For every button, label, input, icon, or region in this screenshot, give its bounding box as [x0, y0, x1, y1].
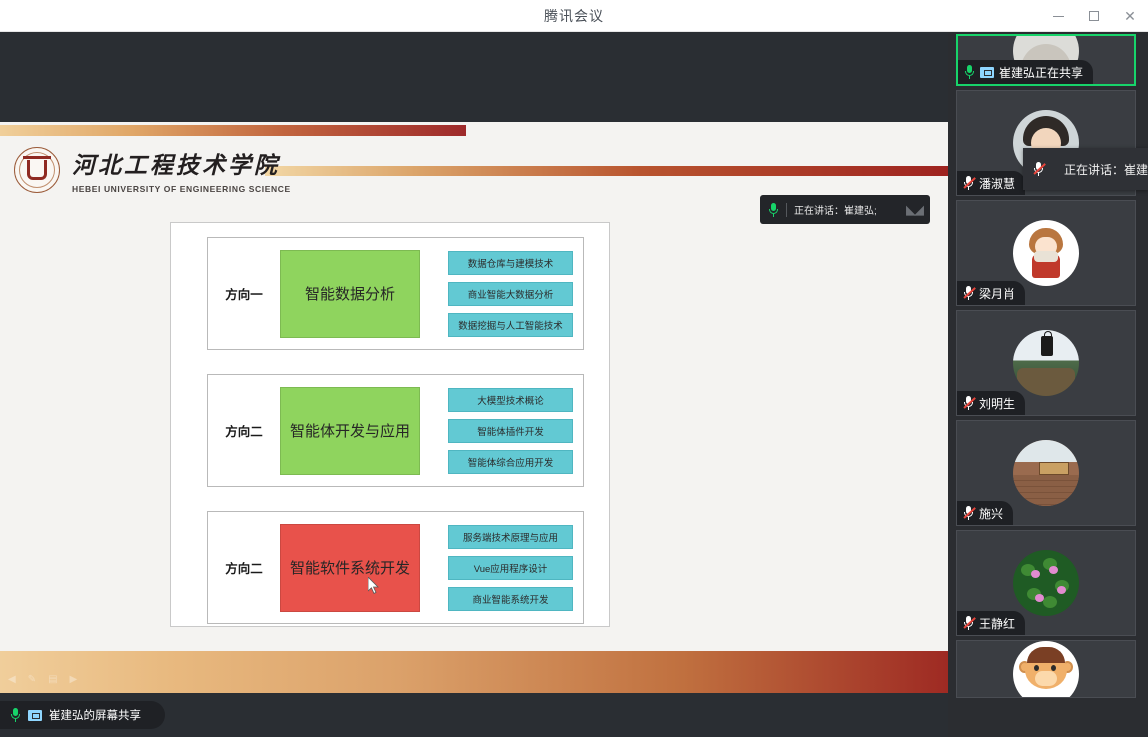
direction-label: 方向二 [225, 562, 263, 576]
maximize-button[interactable] [1076, 0, 1112, 32]
avatar [1013, 220, 1079, 286]
participant-name-badge: 崔建弘正在共享 [958, 60, 1094, 84]
divider [786, 202, 787, 217]
next-icon[interactable]: ▶ [69, 674, 78, 685]
sub-course-box: 数据挖掘与人工智能技术 [448, 312, 573, 337]
participant-name-badge: 潘淑慧 [957, 171, 1026, 195]
pen-icon[interactable]: ✎ [27, 674, 37, 685]
ppt-navigation-icons[interactable]: ◀ ✎ ▤ ▶ [8, 674, 77, 685]
direction-main-box: 智能体开发与应用 [280, 386, 420, 475]
sub-course-box: 智能体综合应用开发 [448, 449, 573, 474]
screen-share-label: 崔建弘的屏幕共享 [49, 710, 141, 722]
window-title: 腾讯会议 [544, 7, 604, 24]
slide-accent-bar-bottom: ◀ ✎ ▤ ▶ [0, 651, 948, 693]
direction-main-box: 智能数据分析 [280, 249, 420, 338]
minimize-icon [1052, 15, 1064, 17]
brand-name-en: HEBEI UNIVERSITY OF ENGINEERING SCIENCE [72, 184, 291, 194]
prev-icon[interactable]: ◀ [8, 674, 16, 685]
sub-course-box: 智能体插件开发 [448, 418, 573, 443]
avatar [1013, 330, 1079, 396]
tooltip-label: 正在讲话：崔建弘; [1064, 162, 1148, 177]
title-bar: 腾讯会议 ✕ [0, 0, 1148, 32]
participant-rail[interactable]: 崔建弘正在共享 潘淑慧 梁月肖 刘明生 [948, 32, 1148, 737]
close-icon: ✕ [1124, 8, 1136, 24]
direction-sub-list: 大模型技术概论 智能体插件开发 智能体综合应用开发 [448, 387, 573, 474]
participant-name: 施兴 [979, 506, 1004, 521]
minimize-button[interactable] [1040, 0, 1076, 32]
microphone-icon [964, 65, 975, 79]
direction-main-box: 智能软件系统开发 [280, 523, 420, 612]
sub-course-box: Vue应用程序设计 [448, 555, 573, 580]
participant-tile[interactable]: 梁月肖 [956, 200, 1136, 306]
microphone-muted-icon [963, 616, 976, 630]
avatar [1013, 641, 1079, 697]
slide-accent-bar-right [265, 166, 948, 176]
avatar [1013, 440, 1079, 506]
microphone-icon [10, 708, 21, 722]
close-button[interactable]: ✕ [1112, 0, 1148, 32]
participant-name: 崔建弘正在共享 [999, 65, 1084, 80]
speaking-label: 正在讲话：崔建弘; [794, 206, 877, 217]
direction-row: 方向一 智能数据分析 数据仓库与建模技术 商业智能大数据分析 数据挖掘与人工智能… [207, 237, 584, 350]
avatar [1013, 550, 1079, 616]
university-seal-icon [14, 147, 60, 193]
participant-name: 潘淑慧 [979, 176, 1016, 191]
brand-name-cn: 河北工程技术学院 [72, 152, 280, 179]
university-brand: 河北工程技术学院 HEBEI UNIVERSITY OF ENGINEERING… [14, 146, 291, 194]
microphone-muted-icon [963, 506, 976, 520]
direction-sub-list: 数据仓库与建模技术 商业智能大数据分析 数据挖掘与人工智能技术 [448, 250, 573, 337]
participant-tile[interactable] [956, 640, 1136, 698]
direction-label: 方向二 [225, 425, 263, 439]
slide-accent-bar-top [0, 125, 466, 136]
participant-name: 王静红 [979, 616, 1016, 631]
sub-course-box: 数据仓库与建模技术 [448, 250, 573, 275]
sub-course-box: 服务端技术原理与应用 [448, 524, 573, 549]
window-controls: ✕ [1040, 0, 1148, 32]
participant-name-badge: 梁月肖 [957, 281, 1026, 305]
participant-tile[interactable]: 刘明生 [956, 310, 1136, 416]
speaking-indicator-pill: 正在讲话：崔建弘; ◣◢ [760, 195, 930, 224]
shared-screen-stage: 河北工程技术学院 HEBEI UNIVERSITY OF ENGINEERING… [0, 32, 948, 737]
direction-sub-list: 服务端技术原理与应用 Vue应用程序设计 商业智能系统开发 [448, 524, 573, 611]
participant-name-badge: 王静红 [957, 611, 1026, 635]
mouse-cursor-icon [368, 577, 379, 594]
direction-label: 方向一 [225, 288, 263, 302]
microphone-muted-icon [963, 396, 976, 410]
maximize-icon [1089, 11, 1099, 21]
participant-name: 梁月肖 [979, 286, 1016, 301]
participant-name-badge: 刘明生 [957, 391, 1026, 415]
participant-tile[interactable]: 施兴 [956, 420, 1136, 526]
sub-course-box: 大模型技术概论 [448, 387, 573, 412]
participant-tile[interactable]: 王静红 [956, 530, 1136, 636]
microphone-muted-icon [963, 176, 976, 190]
direction-diagram: 方向一 智能数据分析 数据仓库与建模技术 商业智能大数据分析 数据挖掘与人工智能… [170, 222, 610, 627]
participant-name-badge: 施兴 [957, 501, 1014, 525]
microphone-icon [768, 202, 779, 217]
speaking-tooltip: 正在讲话：崔建弘; [1023, 148, 1148, 190]
participant-tile[interactable]: 崔建弘正在共享 [956, 34, 1136, 86]
direction-row: 方向二 智能体开发与应用 大模型技术概论 智能体插件开发 智能体综合应用开发 [207, 374, 584, 487]
screen-share-icon [28, 709, 42, 721]
direction-row: 方向二 智能软件系统开发 服务端技术原理与应用 Vue应用程序设计 商业智能系统… [207, 511, 584, 624]
sub-course-box: 商业智能系统开发 [448, 586, 573, 611]
microphone-muted-icon [1033, 162, 1046, 176]
microphone-muted-icon [963, 286, 976, 300]
participant-name: 刘明生 [979, 396, 1016, 411]
sub-course-box: 商业智能大数据分析 [448, 281, 573, 306]
screen-share-icon [980, 66, 994, 78]
audio-wave-icon: ◣◢ [906, 201, 924, 217]
menu-icon[interactable]: ▤ [48, 674, 58, 685]
screen-share-badge: 崔建弘的屏幕共享 [0, 701, 165, 729]
